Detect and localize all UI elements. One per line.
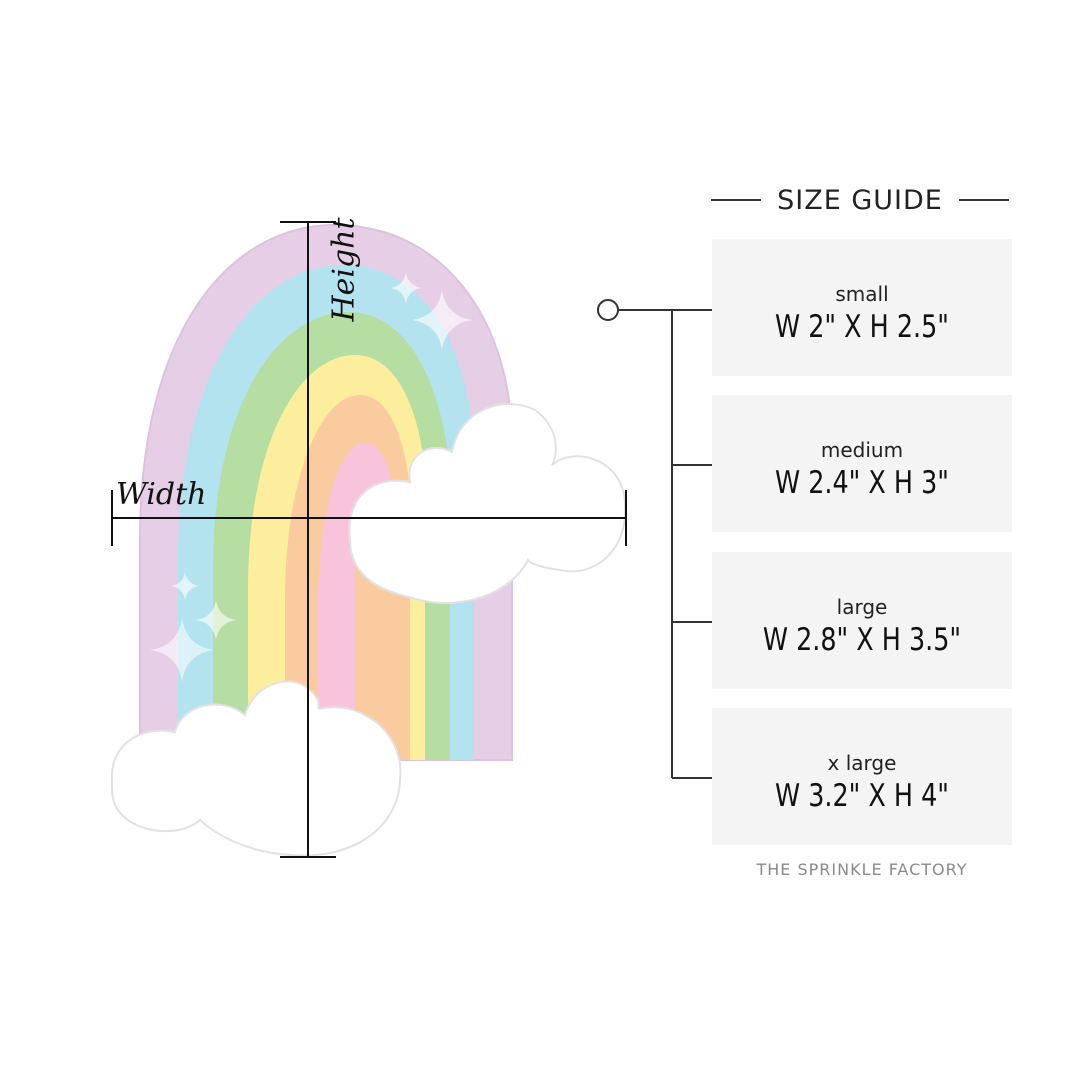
sparkle-icon <box>390 272 422 304</box>
size-dimensions: W 2.8" X H 3.5" <box>762 622 962 658</box>
connector-circle-icon <box>597 299 619 321</box>
size-dimensions: W 3.2" X H 4" <box>775 778 949 814</box>
width-label: Width <box>116 477 207 512</box>
width-measure-line <box>111 490 627 546</box>
sparkle-icon <box>171 572 199 600</box>
heading-rule-right <box>958 199 1009 201</box>
size-name: large <box>836 595 888 619</box>
size-name: medium <box>820 438 904 462</box>
height-measure-line <box>280 221 336 858</box>
sparkle-icon <box>195 600 237 640</box>
size-card-medium: medium W 2.4" X H 3" <box>712 395 1012 532</box>
cloud-bottom <box>110 680 402 857</box>
sparkle-icon <box>150 618 214 682</box>
size-guide-heading: SIZE GUIDE <box>710 178 1010 222</box>
size-dimensions: W 2.4" X H 3" <box>775 465 949 501</box>
heading-rule-left <box>711 199 762 201</box>
size-guide-title: SIZE GUIDE <box>777 184 943 216</box>
cloud-right <box>348 403 627 604</box>
height-label: Height <box>326 217 362 322</box>
size-card-large: large W 2.8" X H 3.5" <box>712 552 1012 689</box>
brand-name: THE SPRINKLE FACTORY <box>756 860 968 879</box>
sparkle-icon <box>412 290 472 350</box>
size-card-small: small W 2" X H 2.5" <box>712 239 1012 376</box>
size-name: small <box>835 282 889 306</box>
size-name: x large <box>827 751 897 775</box>
size-dimensions: W 2" X H 2.5" <box>775 309 949 345</box>
size-card-x-large: x large W 3.2" X H 4" <box>712 708 1012 845</box>
